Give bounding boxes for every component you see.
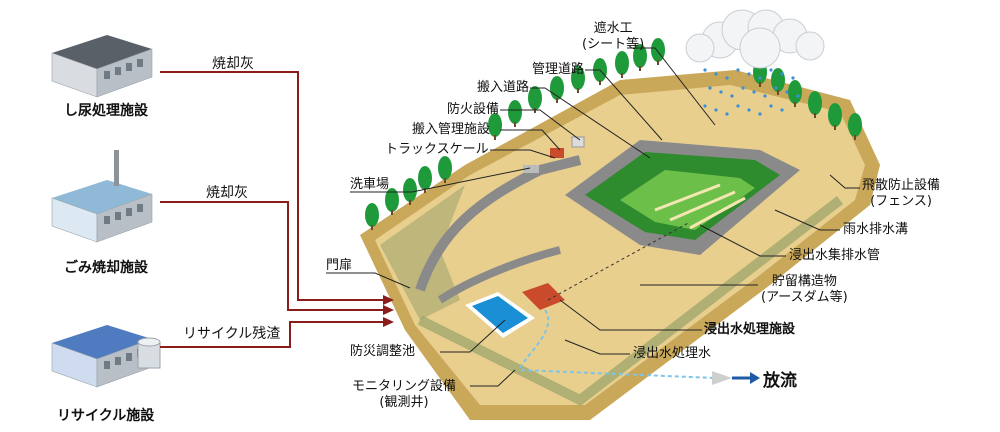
incineration-facility-icon [51,150,153,243]
leader-line [829,174,860,189]
tree-icon [593,58,607,85]
rain-drain-channel [417,196,844,406]
label-treated-water: 浸出水処理水 [633,346,712,361]
outfall-pipe [712,371,732,385]
label-scatter-prevention: 飛散防止設備 (フェンス) [862,178,941,209]
flow-label-ash-1: 焼却灰 [212,56,254,72]
facility-name-night-soil: し尿処理施設 [64,103,148,119]
flow-line [160,71,385,301]
label-access-management: 搬入管理施設 [412,122,491,137]
callout-leaders [326,47,860,387]
tree-icon [828,103,842,130]
label-leachate-treatment: 浸出水処理施設 [704,322,796,337]
tree-icon [528,86,542,113]
label-access-road: 搬入道路 [477,80,530,95]
label-management-road: 管理道路 [532,62,585,77]
rain-cloud-icon [685,9,825,116]
leader-line [500,129,561,151]
tree-icon [615,51,629,78]
disaster-pond-water [472,296,528,333]
flow-arrowhead [383,317,394,327]
tree-icon [808,91,822,118]
leader-line [490,149,556,159]
leader-line [440,319,506,353]
label-leachate-collection: 浸出水集排水管 [789,248,881,263]
tree-icon [365,203,379,230]
tree-icon [385,188,399,215]
flow-line [160,201,385,311]
label-disaster-pond: 防災調整池 [350,344,416,359]
label-car-wash: 洗車場 [350,177,390,192]
leader-line [500,109,581,141]
waste-flow-lines [160,71,394,348]
tree-icon [488,113,502,140]
label-fire-equipment: 防火設備 [447,102,500,117]
leader-line [559,299,702,331]
facility-name-incineration: ごみ焼却施設 [64,260,148,276]
recycling-facility-icon [51,325,153,388]
flow-label-recycle-residue: リサイクル残渣 [183,326,281,342]
tree-icon [633,44,647,71]
tree-icon [508,100,522,127]
discharge-arrow-head [750,372,760,384]
leader-line [585,69,663,141]
leader-line [699,224,786,257]
tree-icon [571,66,585,93]
label-liner: 遮水工 (シート等) [582,21,645,52]
truck-scale-building [550,148,564,158]
label-truck-scale: トラックスケール [385,142,489,157]
access-road [415,155,582,292]
leader-line [530,87,651,159]
leader-line [627,47,716,126]
label-storage-structure: 貯留構造物 (アースダム等) [761,274,848,305]
label-gate: 門扉 [326,258,353,273]
leachate-treatment-building [522,283,565,310]
label-discharge: 放流 [763,371,797,391]
tree-icon [418,166,432,193]
tree-icon [848,113,862,140]
night-soil-facility-icon [51,35,153,98]
flow-arrowhead [383,305,394,315]
leachate-pipes [654,183,746,230]
tree-icon [438,156,452,183]
leader-line [470,369,516,387]
facility-name-recycling: リサイクル施設 [57,408,155,424]
site-side-slope [380,185,465,320]
landfill-site [360,70,880,420]
pit-floor [620,170,755,230]
tree-row [365,38,862,230]
label-rain-drain: 雨水排水溝 [843,222,909,237]
source-facilities [51,35,161,388]
tree-icon [403,178,417,205]
fire-equipment-building [571,136,585,148]
flow-line [160,321,385,348]
flow-label-ash-2: 焼却灰 [206,185,248,201]
leader-line [350,167,531,193]
treated-water-line [518,309,716,379]
car-wash-pad [523,165,539,173]
label-monitoring: モニタリング設備 (観測井) [352,379,457,410]
tree-icon [788,80,802,107]
flow-arrowhead [383,295,394,305]
leader-line [564,339,630,355]
leader-line [326,272,411,289]
leader-line [774,209,840,231]
inner-road [437,246,561,304]
recycling-tank-icon [137,337,161,369]
